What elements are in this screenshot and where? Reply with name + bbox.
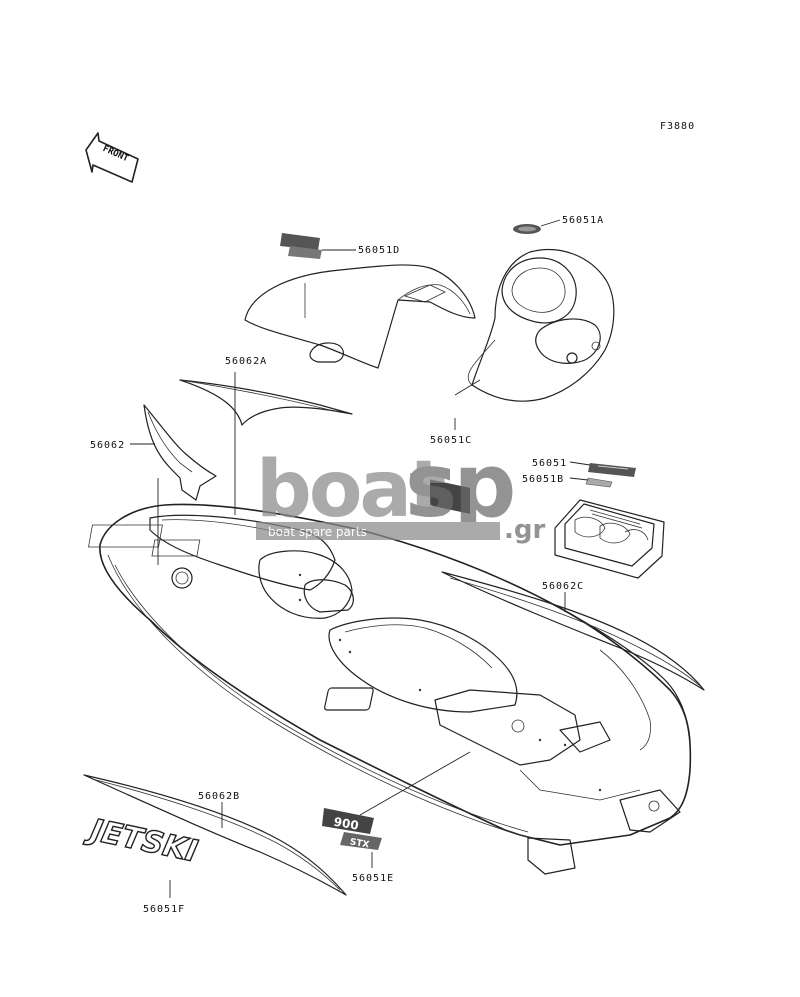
label-56051: 56051: [532, 458, 567, 469]
label-56062C: 56062C: [542, 581, 584, 592]
stripe-56062A: [179, 379, 353, 426]
label-56051C: 56051C: [430, 435, 472, 446]
label-56051E: 56051E: [352, 873, 394, 884]
decal-900stx-top: [280, 233, 322, 259]
decal-900-text: 900: [333, 815, 360, 833]
stripe-56062B: [83, 774, 347, 896]
decal-900stx: 900 STX: [322, 808, 382, 851]
watermark-tagline-bar: [256, 522, 500, 540]
decal-56051B: [585, 477, 613, 488]
label-56051F: 56051F: [143, 904, 185, 915]
front-arrow-icon: FRONT: [85, 132, 139, 183]
watermark-logo: boat sp .gr boat spare parts: [256, 434, 545, 545]
label-56062B: 56062B: [198, 791, 240, 802]
decal-oval-56051A: [513, 224, 541, 234]
label-56051B: 56051B: [522, 474, 564, 485]
stripe-56062C: [441, 571, 705, 691]
intake-grill-part: [554, 499, 665, 579]
decal-kawasaki-text: Kawasaki: [430, 399, 474, 417]
front-arrow-label: FRONT: [101, 144, 130, 164]
decal-56051: [588, 463, 636, 477]
watermark-suffix: .gr: [504, 515, 545, 545]
decal-56062: [143, 404, 217, 501]
decal-stx-text: STX: [349, 837, 370, 850]
watermark-main-left: boat: [256, 445, 445, 535]
hull-part: [88, 503, 692, 875]
label-56051A: 56051A: [562, 215, 604, 226]
seat-cover-part: [244, 264, 476, 369]
figure-code: F3880: [660, 121, 695, 132]
watermark-tagline: boat spare parts: [268, 525, 367, 539]
decal-jetski-text: JETSKI: [83, 812, 201, 870]
watermark-main-right: sp: [405, 434, 513, 537]
label-56062A: 56062A: [225, 356, 267, 367]
label-56062: 56062: [90, 440, 125, 451]
label-56051D: 56051D: [358, 245, 400, 256]
steering-cover-part: [467, 248, 615, 402]
decal-jetski: JETSKI: [82, 811, 201, 870]
